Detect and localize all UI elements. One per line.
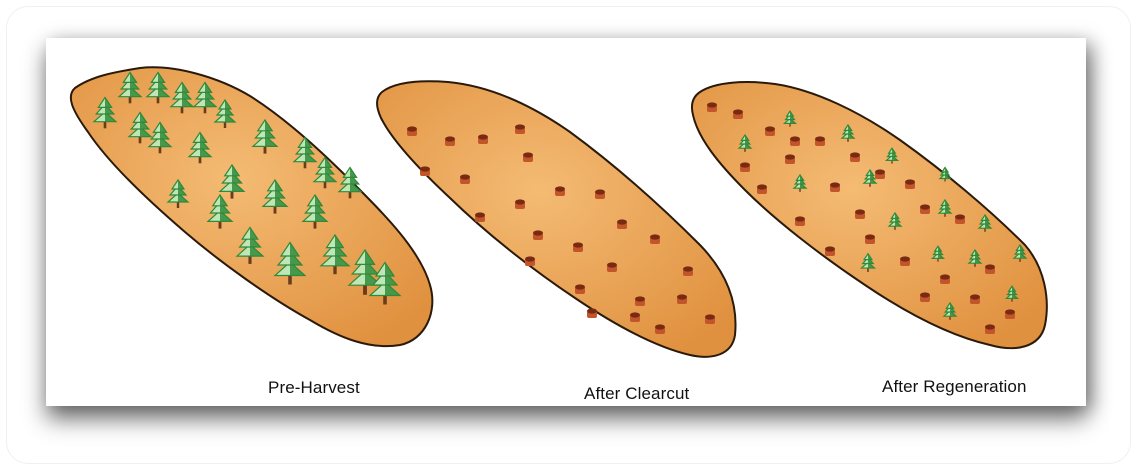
stump-icon [575, 284, 585, 294]
stump-icon [825, 246, 835, 256]
stump-icon [595, 189, 605, 199]
stump-icon [733, 109, 743, 119]
panel-label-after-regeneration: After Regeneration [882, 377, 1027, 397]
stump-icon [460, 174, 470, 184]
stump-icon [830, 182, 840, 192]
stump-icon [650, 234, 660, 244]
stump-icon [970, 294, 980, 304]
stump-icon [573, 242, 583, 252]
stump-icon [875, 169, 885, 179]
stump-icon [407, 126, 417, 136]
stump-icon [1005, 309, 1015, 319]
after-regeneration-ground [692, 82, 1047, 348]
stump-icon [815, 136, 825, 146]
stump-icon [533, 230, 543, 240]
stump-icon [785, 154, 795, 164]
stump-icon [940, 274, 950, 284]
stump-icon [677, 294, 687, 304]
stump-icon [955, 214, 965, 224]
stump-icon [795, 216, 805, 226]
stump-icon [905, 179, 915, 189]
stump-icon [617, 219, 627, 229]
stump-icon [655, 324, 665, 334]
stump-icon [765, 126, 775, 136]
stump-icon [445, 136, 455, 146]
stump-icon [515, 124, 525, 134]
stump-icon [740, 162, 750, 172]
stump-icon [985, 324, 995, 334]
stump-icon [630, 312, 640, 322]
stump-icon [607, 262, 617, 272]
stump-icon [790, 136, 800, 146]
stump-icon [855, 209, 865, 219]
stump-icon [523, 152, 533, 162]
stump-icon [587, 308, 597, 318]
stump-icon [478, 134, 488, 144]
stump-icon [920, 204, 930, 214]
stump-icon [707, 102, 717, 112]
stump-icon [705, 314, 715, 324]
stump-icon [865, 234, 875, 244]
stump-icon [525, 256, 535, 266]
stump-icon [850, 152, 860, 162]
panel-label-after-clearcut: After Clearcut [584, 384, 689, 404]
stump-icon [475, 212, 485, 222]
stump-icon [920, 292, 930, 302]
stump-icon [555, 186, 565, 196]
stump-icon [515, 199, 525, 209]
panel-label-pre-harvest: Pre-Harvest [268, 378, 360, 398]
stump-icon [757, 184, 767, 194]
stump-icon [985, 264, 995, 274]
stump-icon [683, 266, 693, 276]
stump-icon [900, 256, 910, 266]
stump-icon [635, 296, 645, 306]
stump-icon [420, 166, 430, 176]
